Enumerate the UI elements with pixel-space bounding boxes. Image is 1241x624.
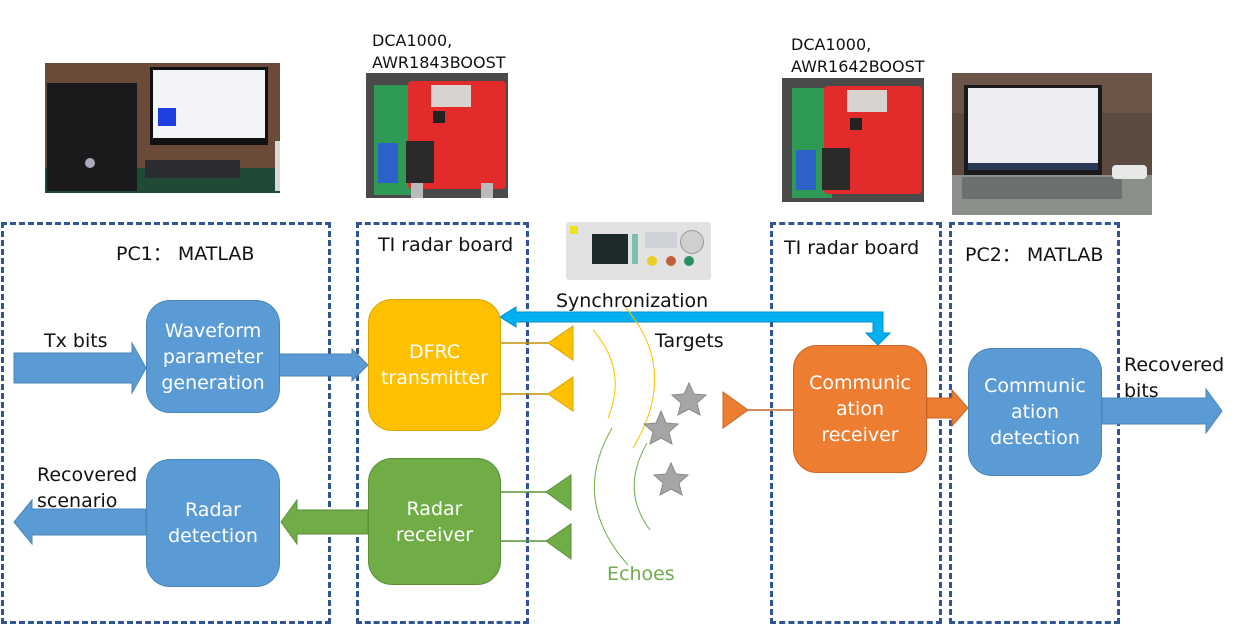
signal-generator-photo	[566, 222, 711, 280]
tx-bits-label: Tx bits	[44, 330, 108, 352]
synchronization-label: Synchronization	[556, 290, 709, 312]
pc2-group-title: PC2： MATLAB	[965, 244, 1104, 266]
communication-receiver-block: Communic ation receiver	[793, 345, 927, 473]
tx-wave-arc-1	[592, 329, 616, 419]
receiver-to-detection-arrow	[280, 498, 369, 546]
comm-receiver-to-detection-arrow	[926, 388, 969, 428]
comm-receiver-line2: ation	[835, 398, 885, 420]
ti-board2-group-title: TI radar board	[784, 237, 920, 259]
radar-receiver-line1: Radar	[406, 497, 463, 520]
board1-caption: DCA1000, AWR1843BOOST	[372, 30, 506, 74]
tx-antenna-1	[547, 325, 574, 361]
tx-antenna-2	[547, 376, 574, 412]
waveform-line1: Waveform	[164, 319, 262, 342]
target-star-2	[642, 409, 680, 445]
dfrc-transmitter-block: DFRC transmitter	[368, 299, 501, 431]
recovered-bits-label: Recovered bits	[1124, 352, 1224, 404]
waveform-line3: generation	[161, 371, 265, 394]
rx-antenna-1	[545, 474, 572, 511]
radar-receiver-line2: receiver	[395, 523, 474, 546]
comm-receiver-line3: receiver	[821, 424, 899, 446]
radar-detection-line1: Radar	[185, 499, 241, 521]
awr1843-board-photo	[366, 73, 508, 198]
awr1642-board-photo	[782, 78, 924, 202]
board1-caption-line1: DCA1000,	[372, 31, 453, 50]
comm-rx-antenna	[722, 391, 749, 429]
waveform-to-dfrc-arrow	[278, 347, 369, 383]
communication-detection-block: Communic ation detection	[968, 348, 1102, 476]
board2-caption-line2: AWR1642BOOST	[791, 57, 925, 76]
targets-label: Targets	[655, 330, 724, 352]
ti-board1-group	[356, 222, 529, 624]
dfrc-line1: DFRC	[408, 341, 461, 363]
comm-detection-line2: ation	[1010, 401, 1060, 423]
board2-caption-line1: DCA1000,	[791, 35, 872, 54]
rx-antenna-2	[545, 523, 572, 560]
waveform-parameter-generation-block: Waveform parameter generation	[146, 300, 280, 413]
tx-wave-arc-2	[624, 306, 656, 449]
radar-receiver-block: Radar receiver	[368, 458, 501, 585]
board2-caption: DCA1000, AWR1642BOOST	[791, 34, 925, 78]
waveform-line2: parameter	[162, 345, 264, 368]
recovered-scenario-line1: Recovered	[37, 464, 138, 486]
pc1-workstation-photo	[45, 63, 280, 193]
target-star-1	[670, 381, 708, 416]
echo-arc-2	[633, 442, 651, 531]
comm-detection-line3: detection	[990, 427, 1080, 449]
board1-caption-line2: AWR1843BOOST	[372, 53, 506, 72]
pc1-group	[1, 222, 331, 624]
dfrc-line2: transmitter	[380, 367, 489, 389]
radar-detection-line2: detection	[168, 525, 258, 547]
echoes-label: Echoes	[607, 563, 675, 585]
recovered-bits-line2: bits	[1124, 380, 1159, 402]
recovered-bits-line1: Recovered	[1124, 354, 1225, 376]
recovered-scenario-label: Recovered scenario	[37, 462, 137, 514]
ti-board2-group	[770, 222, 942, 624]
echo-arc-1	[593, 427, 629, 566]
recovered-bits-arrow	[1101, 387, 1223, 435]
recovered-scenario-arrow	[13, 498, 147, 546]
pc1-group-title: PC1： MATLAB	[116, 243, 255, 265]
recovered-scenario-line2: scenario	[37, 490, 118, 512]
target-star-3	[652, 461, 690, 496]
comm-receiver-line1: Communic	[809, 372, 911, 394]
radar-detection-block: Radar detection	[146, 459, 280, 587]
tx-bits-arrow	[13, 341, 147, 395]
ti-board1-group-title: TI radar board	[378, 234, 514, 256]
comm-detection-line1: Communic	[984, 375, 1086, 397]
pc2-laptop-photo	[952, 73, 1152, 215]
